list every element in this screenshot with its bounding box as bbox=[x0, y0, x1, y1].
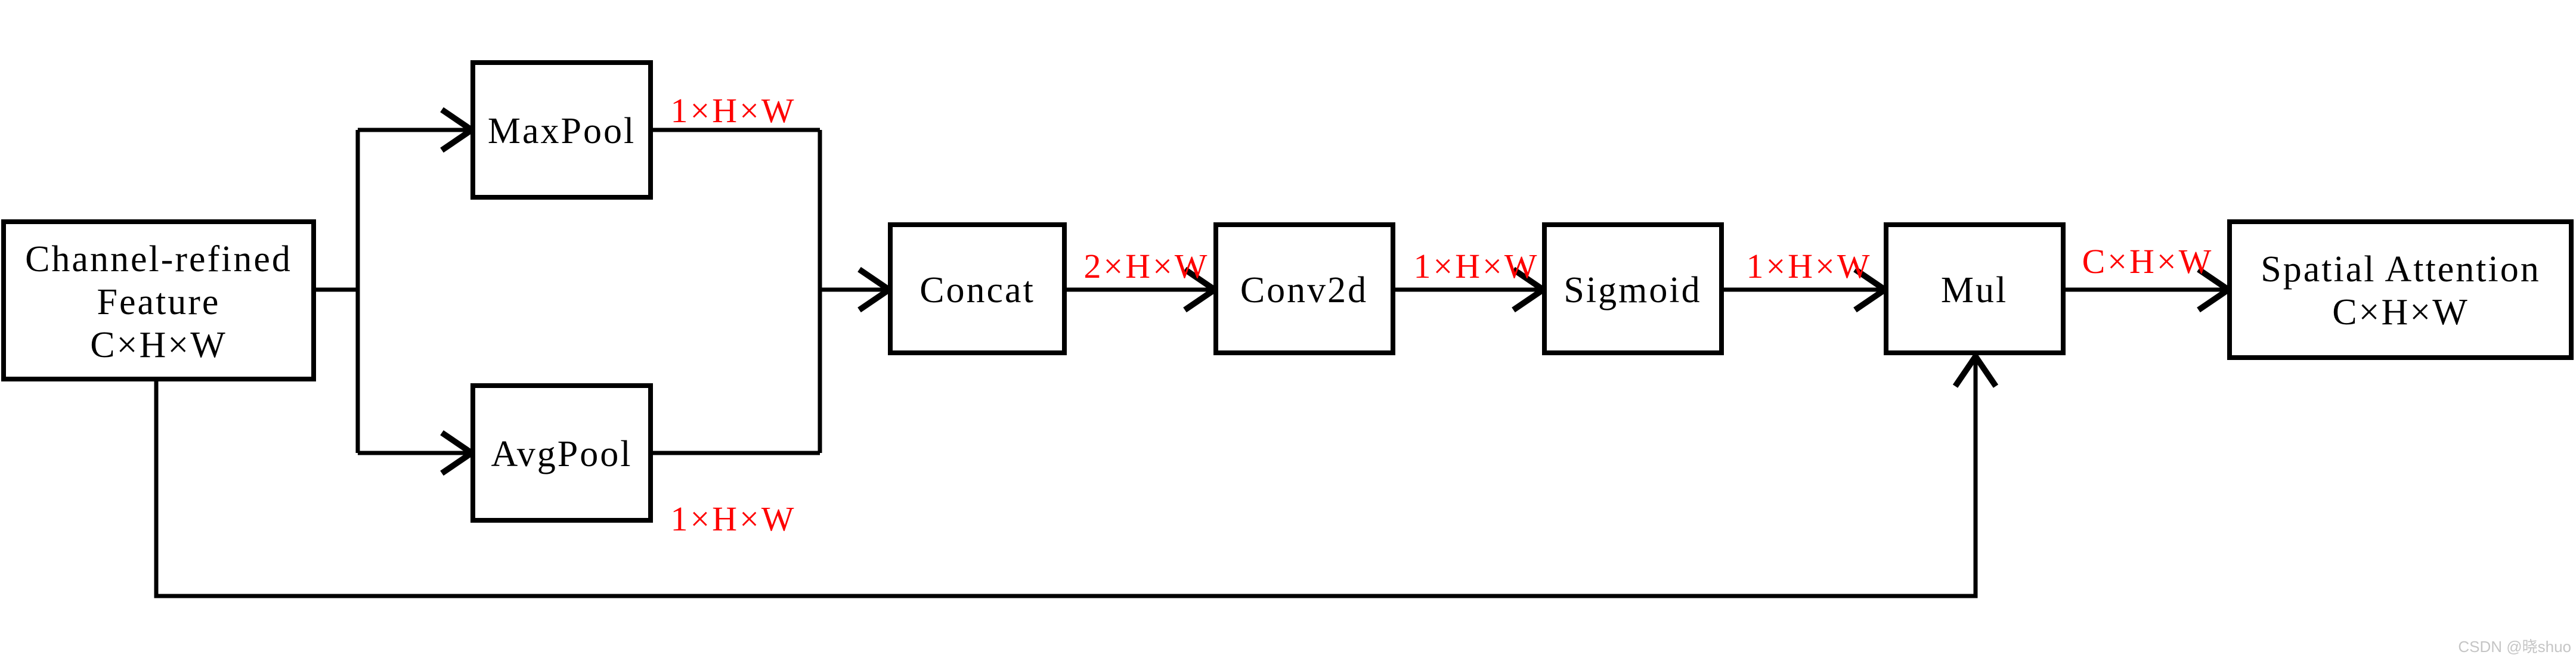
channel-refined-label-line1: Channel-refined bbox=[25, 239, 292, 280]
edge-label-avgpool-out: 1×H×W bbox=[670, 499, 796, 538]
edge-skip-connection bbox=[154, 355, 1978, 598]
node-avgpool-box bbox=[470, 383, 653, 523]
node-concat-box bbox=[888, 222, 1067, 355]
edge-label-maxpool-out: 1×H×W bbox=[670, 91, 796, 130]
channel-refined-label-line2: Feature bbox=[97, 282, 221, 322]
mul-label: Mul bbox=[1941, 270, 2008, 311]
conv2d-label: Conv2d bbox=[1240, 270, 1368, 311]
node-sigmoid-box bbox=[1542, 222, 1724, 355]
watermark-text: CSDN @晓shuo bbox=[2458, 638, 2571, 656]
avgpool-label: AvgPool bbox=[491, 434, 633, 474]
spatial-attention-label-line2: C×H×W bbox=[2332, 292, 2469, 333]
node-spatial-attention-box bbox=[2227, 219, 2574, 360]
node-maxpool-box bbox=[470, 60, 653, 200]
edge-label-sigmoid-out: 1×H×W bbox=[1746, 247, 1872, 285]
maxpool-label: MaxPool bbox=[488, 111, 636, 151]
sigmoid-label: Sigmoid bbox=[1563, 270, 1701, 311]
node-conv2d-box bbox=[1213, 222, 1395, 355]
channel-refined-label-line3: C×H×W bbox=[90, 325, 227, 365]
node-channel-refined-box bbox=[1, 219, 316, 381]
edge-label-conv2d-out: 1×H×W bbox=[1413, 247, 1539, 285]
edge-label-concat-out: 2×H×W bbox=[1083, 247, 1209, 285]
node-mul-box bbox=[1884, 222, 2066, 355]
spatial-attention-label-line1: Spatial Attention bbox=[2261, 249, 2540, 290]
edge-label-mul-out: C×H×W bbox=[2082, 242, 2214, 281]
concat-label: Concat bbox=[919, 270, 1035, 311]
arrowhead-into-mul-bottom bbox=[1952, 351, 1999, 388]
